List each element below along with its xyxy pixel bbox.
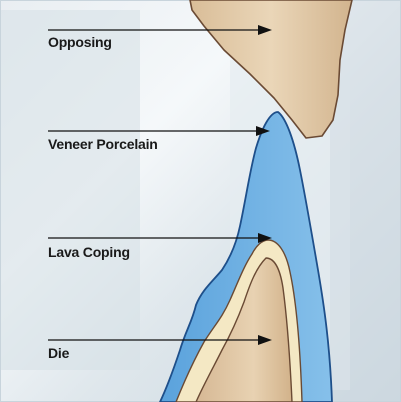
label-lava-coping: Lava Coping xyxy=(48,244,130,260)
label-die: Die xyxy=(48,345,69,361)
label-opposing: Opposing xyxy=(48,34,112,50)
background-blur-shape xyxy=(0,10,140,370)
label-veneer-porcelain: Veneer Porcelain xyxy=(48,136,158,152)
